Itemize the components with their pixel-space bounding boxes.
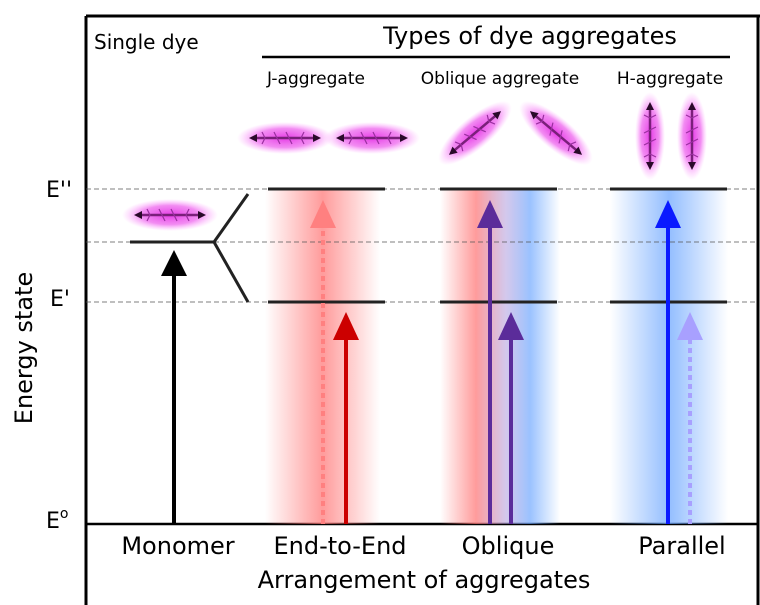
x-axis-label: Arrangement of aggregates — [258, 566, 591, 594]
oblique-aggregate-label: Oblique aggregate — [421, 69, 579, 89]
j-allowed-arrow — [333, 312, 359, 524]
oblique-label: Oblique — [462, 532, 555, 560]
h-allowed-arrow — [655, 200, 681, 524]
e-zero-label: Eo — [46, 506, 68, 534]
oblique-dye-left — [438, 100, 512, 166]
end-to-end-label: End-to-End — [273, 532, 406, 560]
oblique-lower-arrow — [498, 312, 524, 524]
j-dye-right — [324, 122, 420, 154]
h-forbidden-arrow — [677, 312, 703, 524]
monomer-label: Monomer — [121, 532, 234, 560]
j-forbidden-arrow — [310, 200, 336, 524]
single-dye-label: Single dye — [94, 30, 199, 54]
types-title: Types of dye aggregates — [382, 22, 677, 50]
monomer-arrow — [161, 250, 187, 524]
y-axis-label: Energy state — [10, 272, 38, 424]
split-lower — [212, 241, 250, 303]
oblique-dye-right — [519, 100, 593, 166]
parallel-label: Parallel — [638, 532, 725, 560]
split-upper — [212, 193, 250, 243]
e-double-label: E'' — [46, 178, 72, 203]
oblique-upper-arrow — [477, 200, 503, 524]
j-aggregate-label: J-aggregate — [266, 69, 365, 89]
monomer-dye — [122, 199, 218, 231]
oblique-glow-band — [440, 190, 560, 524]
h-dye-left — [635, 92, 665, 180]
h-aggregate-label: H-aggregate — [617, 69, 723, 89]
e-single-label: E' — [50, 287, 70, 312]
h-dye-right — [677, 92, 707, 180]
j-dye-left — [237, 122, 333, 154]
